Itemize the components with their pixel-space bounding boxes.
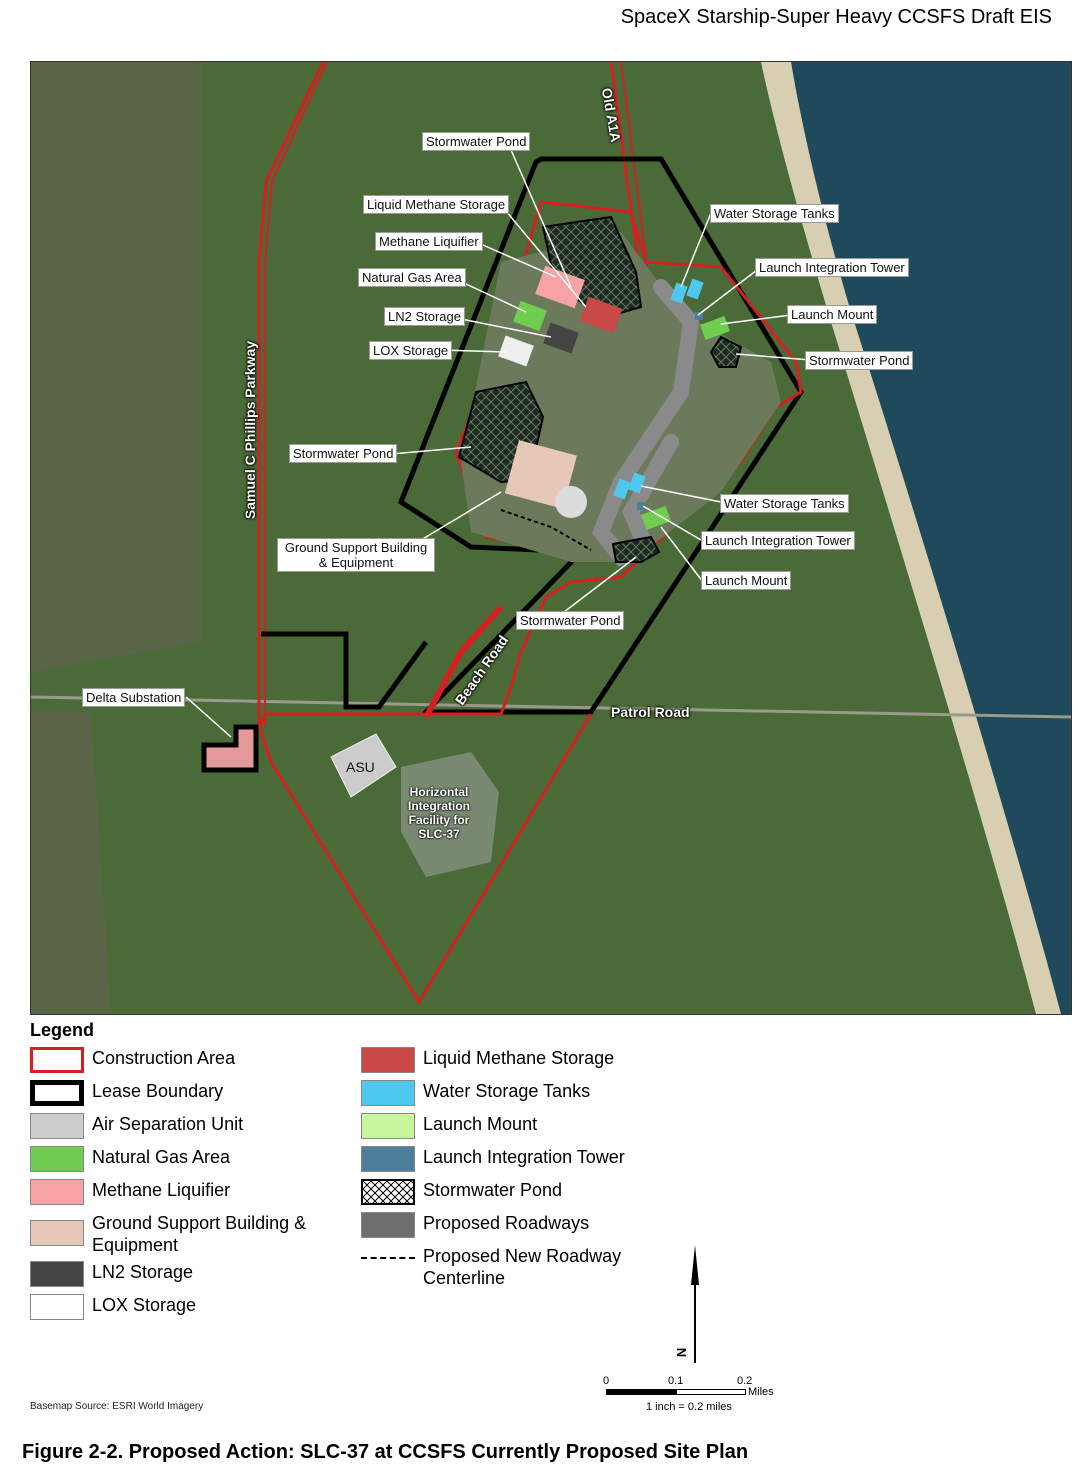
label-stormwater-pond-1: Stormwater Pond [422,132,531,151]
label-stormwater-pond-3: Stormwater Pond [805,351,914,370]
parkway-construction-line [257,62,325,727]
label-launch-mount-1: Launch Mount [787,305,878,324]
legend-item-lox-storage: LOX Storage [30,1294,332,1320]
legend-item-natural-gas-area: Natural Gas Area [30,1146,332,1172]
beach [761,62,1061,1014]
water-tank-1a [670,282,688,304]
legend-item-water-storage-tanks: Water Storage Tanks [361,1080,663,1106]
scale-tick-2: 0.2 [737,1375,753,1387]
label-water-storage-tanks-1: Water Storage Tanks [710,204,839,223]
north-label: N [674,1347,690,1358]
scale-tick-0: 0 [603,1375,610,1387]
scale-bar: 0 0.1 0.2 Miles 1 inch = 0.2 miles [598,1375,788,1415]
legend-swatch [361,1245,415,1259]
proposed-roadways [591,279,700,567]
scale-tick-1: 0.1 [668,1375,684,1387]
legend-swatch [30,1261,84,1287]
legend-swatch [30,1179,84,1205]
label-ln2-storage: LN2 Storage [384,307,465,326]
legend-item-liquid-methane-storage: Liquid Methane Storage [361,1047,663,1073]
legend-item-proposed-roadways: Proposed Roadways [361,1212,663,1238]
label-launch-integration-tower-2: Launch Integration Tower [701,531,855,550]
label-lox-storage: LOX Storage [369,341,453,360]
site-plan-map[interactable]: Stormwater Pond Liquid Methane Storage M… [30,61,1072,1015]
label-water-storage-tanks-2: Water Storage Tanks [720,494,849,513]
construction-area [257,200,803,1005]
label-delta-substation: Delta Substation [82,688,186,707]
liquid-methane-storage-block [579,296,623,334]
lagoon-west [31,62,201,672]
legend-item-lease-boundary: Lease Boundary [30,1080,332,1106]
launch-mount-1-block [700,316,730,340]
legend-swatch [30,1294,84,1320]
lox-storage-block [498,335,534,367]
legend-item-launch-integration-tower: Launch Integration Tower [361,1146,663,1172]
road-patrol [31,695,1071,719]
label-asu: ASU [346,759,375,775]
legend-swatch [30,1047,84,1073]
stormwater-pond-4 [611,535,661,563]
scale-note: 1 inch = 0.2 miles [646,1401,732,1413]
basemap-source: Basemap Source: ESRI World Imagery [30,1401,204,1412]
label-methane-liquifier: Methane Liquifier [375,232,483,251]
figure-caption: Figure 2-2. Proposed Action: SLC-37 at C… [22,1441,749,1463]
water-tank-1b [686,278,704,300]
legend-swatch [361,1212,415,1238]
road-label-samuel-c-phillips: Samuel C Phillips Parkway [242,340,259,520]
label-stormwater-pond-2: Stormwater Pond [289,444,398,463]
natural-gas-area-block [513,300,547,332]
launch-integration-tower-1-block [695,312,703,320]
label-liquid-methane-storage: Liquid Methane Storage [363,195,510,214]
legend-item-methane-liquifier: Methane Liquifier [30,1179,332,1205]
label-launch-mount-2: Launch Mount [701,571,792,590]
leader-lines [185,149,812,738]
legend-title: Legend [30,1020,95,1040]
legend-swatch [361,1080,415,1106]
legend-item-new-roadway-centerline: Proposed New Roadway Centerline [361,1245,663,1289]
stormwater-pond-3 [709,335,743,368]
ocean [791,62,1071,1014]
label-launch-integration-tower-1: Launch Integration Tower [755,258,909,277]
legend-swatch [361,1047,415,1073]
legend-swatch [30,1080,84,1106]
delta-substation-block [201,724,259,773]
north-arrow: N [674,1245,710,1370]
legend-swatch [30,1113,84,1139]
tank-circle [555,486,587,518]
road-label-patrol-road: Patrol Road [611,704,690,720]
launch-integration-tower-2-block [637,502,645,510]
north-arrow-icon [691,1245,699,1363]
legend-swatch [361,1113,415,1139]
legend-swatch [30,1146,84,1172]
legend-swatch [30,1220,84,1246]
legend-item-ground-support-building: Ground Support Building & Equipment [30,1212,332,1256]
document-header: SpaceX Starship-Super Heavy CCSFS Draft … [620,6,1052,28]
old-a1a-line [609,62,641,268]
legend-item-air-separation-unit: Air Separation Unit [30,1113,332,1139]
water-tank-2b [628,472,646,494]
lagoon-southwest [31,712,111,1014]
label-ground-support-building: Ground Support Building & Equipment [277,538,435,572]
label-natural-gas-area: Natural Gas Area [358,268,466,287]
label-stormwater-pond-4: Stormwater Pond [516,611,625,630]
legend-swatch [361,1146,415,1172]
asu-block [330,733,397,798]
legend-swatch [361,1179,415,1205]
lease-boundary [397,156,804,715]
water-tank-2a [613,478,631,500]
legend-item-stormwater-pond: Stormwater Pond [361,1179,663,1205]
legend-item-ln2-storage: LN2 Storage [30,1261,332,1287]
map-canvas [31,62,1071,1014]
new-roadway-centerline [500,509,592,551]
methane-liquifier-block [535,265,585,309]
launch-mount-2-block [641,506,671,530]
legend-item-construction-area: Construction Area [30,1047,332,1073]
label-horizontal-integration-facility: Horizontal Integration Facility for SLC-… [408,785,470,841]
beach-road [423,605,504,719]
scale-unit: Miles [748,1386,774,1398]
hif-area [401,752,499,877]
ln2-storage-block [543,322,579,354]
legend-item-launch-mount: Launch Mount [361,1113,663,1139]
